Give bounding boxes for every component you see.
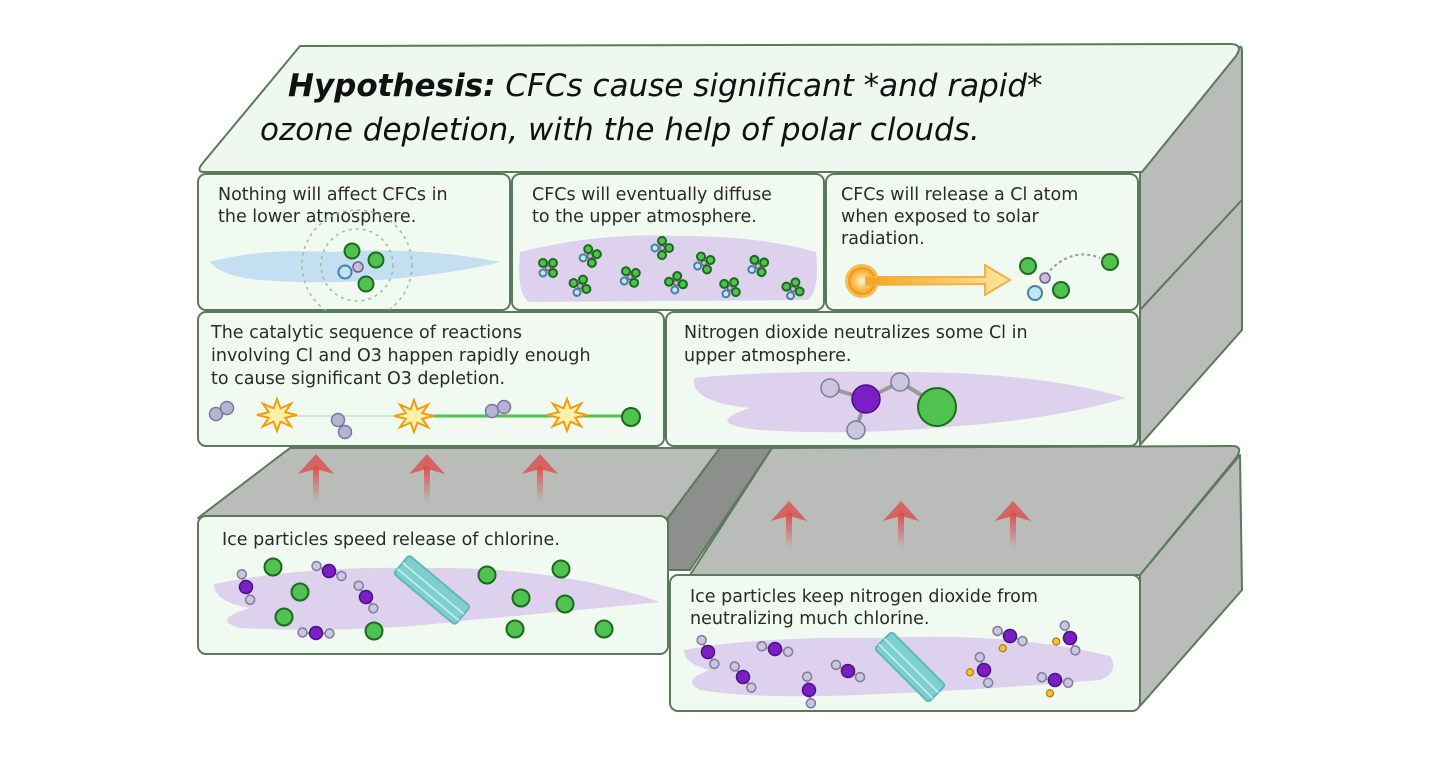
hypothesis-line-2: ozone depletion, with the help of polar … — [260, 112, 980, 148]
panel-lower-atmosphere-text: Nothing will affect CFCs in the lower at… — [218, 185, 453, 227]
cfc-molecule — [747, 254, 770, 278]
no2-molecule — [353, 580, 379, 614]
free-chlorine-atom — [1101, 253, 1119, 271]
reaction-burst-group — [256, 396, 588, 435]
no2-molecule — [801, 671, 817, 709]
radiation-arrow — [865, 263, 1012, 297]
chlorine-atom — [555, 594, 575, 614]
no2-molecule — [311, 560, 347, 582]
cfc-molecule — [693, 251, 716, 275]
no2-molecule — [756, 640, 794, 658]
no2-molecule — [1052, 620, 1081, 656]
chlorine-atom — [274, 607, 294, 627]
upward-arrow-icon — [298, 454, 334, 502]
cfc-molecule — [538, 258, 558, 278]
lower-right-top-face — [689, 445, 1241, 576]
upward-arrow-icon — [409, 454, 445, 502]
hypothesis-line-1: Hypothesis: CFCs cause significant *and … — [288, 68, 1043, 104]
panel-no2-neutralize: Nitrogen dioxide neutralizes some Cl in … — [665, 311, 1139, 447]
hypothesis-text-1: CFCs cause significant *and rapid* — [495, 68, 1042, 104]
chlorine-atom — [477, 565, 497, 585]
ice-crystal-icon — [393, 555, 471, 625]
upward-arrow-group-left — [298, 454, 558, 502]
panel-diffuse: CFCs will eventually diffuse to the uppe… — [511, 173, 825, 311]
upward-arrow-icon — [883, 501, 919, 549]
o2-molecule — [330, 412, 353, 440]
cfc-molecule — [650, 235, 675, 261]
upper-atmosphere-cloud — [693, 371, 1126, 433]
reaction-burst-icon — [546, 396, 588, 434]
panel-solar-release: CFCs will release a Cl atom when exposed… — [825, 173, 1139, 311]
clono2-molecule — [820, 372, 957, 440]
no2-molecule — [729, 661, 757, 693]
top-block: Hypothesis: CFCs cause significant *and … — [198, 43, 1243, 446]
no2-molecule — [236, 568, 256, 606]
hypothesis-label: Hypothesis: — [288, 68, 495, 104]
panel-ice-no2-text: Ice particles keep nitrogen dioxide from… — [690, 587, 1043, 629]
release-path — [1045, 253, 1101, 276]
no2-molecule — [297, 625, 335, 641]
panel-ice-release-text: Ice particles speed release of chlorine. — [222, 530, 560, 550]
lower-left-top-face — [197, 447, 721, 519]
o2-molecule — [484, 399, 512, 419]
panel-catalytic: The catalytic sequence of reactions invo… — [197, 311, 665, 447]
chlorine-atom — [290, 582, 310, 602]
chlorine-atom — [551, 559, 571, 579]
chlorine-atom — [505, 619, 525, 639]
upward-arrow-icon — [771, 501, 807, 549]
dashed-ring-inner — [320, 228, 394, 302]
panel-lower-atmosphere: Nothing will affect CFCs in the lower at… — [197, 173, 511, 321]
upward-arrow-icon — [995, 501, 1031, 549]
cfc-molecule — [578, 244, 602, 268]
hypothesis-face — [198, 43, 1240, 173]
cfc-molecule — [719, 277, 741, 299]
panel-solar-release-text: CFCs will release a Cl atom when exposed… — [841, 185, 1084, 249]
middle-block-side-face — [1139, 196, 1243, 446]
chlorine-atom — [511, 588, 531, 608]
panel-no2-neutralize-text: Nitrogen dioxide neutralizes some Cl in … — [684, 323, 1033, 366]
molecule-group — [696, 620, 1081, 709]
reaction-burst-icon — [256, 396, 298, 434]
no2-molecule — [1036, 671, 1074, 698]
reaction-burst-icon — [393, 397, 435, 435]
chlorine-atom — [621, 407, 641, 427]
cfc-molecule — [568, 274, 592, 297]
cfc-losing-cl — [1019, 257, 1070, 301]
cfc-molecule — [664, 271, 688, 295]
chlorine-atom — [594, 619, 614, 639]
cfc-molecule — [619, 266, 641, 288]
lower-right-block: Ice particles keep nitrogen dioxide from… — [669, 445, 1243, 712]
no2-molecule — [830, 659, 866, 683]
upward-arrow-group-right — [771, 501, 1031, 549]
cfc-molecule — [781, 277, 805, 301]
cfc-molecule — [337, 242, 385, 293]
chlorine-atom — [263, 557, 283, 577]
molecule-group — [236, 557, 614, 641]
sun-icon — [845, 264, 879, 298]
panel-diffuse-text: CFCs will eventually diffuse to the uppe… — [532, 185, 778, 227]
panel-catalytic-text: The catalytic sequence of reactions invo… — [210, 323, 596, 389]
upward-arrow-icon — [522, 454, 558, 502]
lower-left-block: Ice particles speed release of chlorine. — [197, 447, 773, 655]
o2-molecule — [208, 400, 235, 422]
no2-molecule — [992, 625, 1028, 653]
no2-molecule — [696, 634, 720, 670]
chlorine-atom — [364, 621, 384, 641]
cfc-molecule-group — [538, 235, 805, 301]
ice-crystal-icon — [874, 631, 946, 703]
no2-molecule — [965, 651, 994, 689]
